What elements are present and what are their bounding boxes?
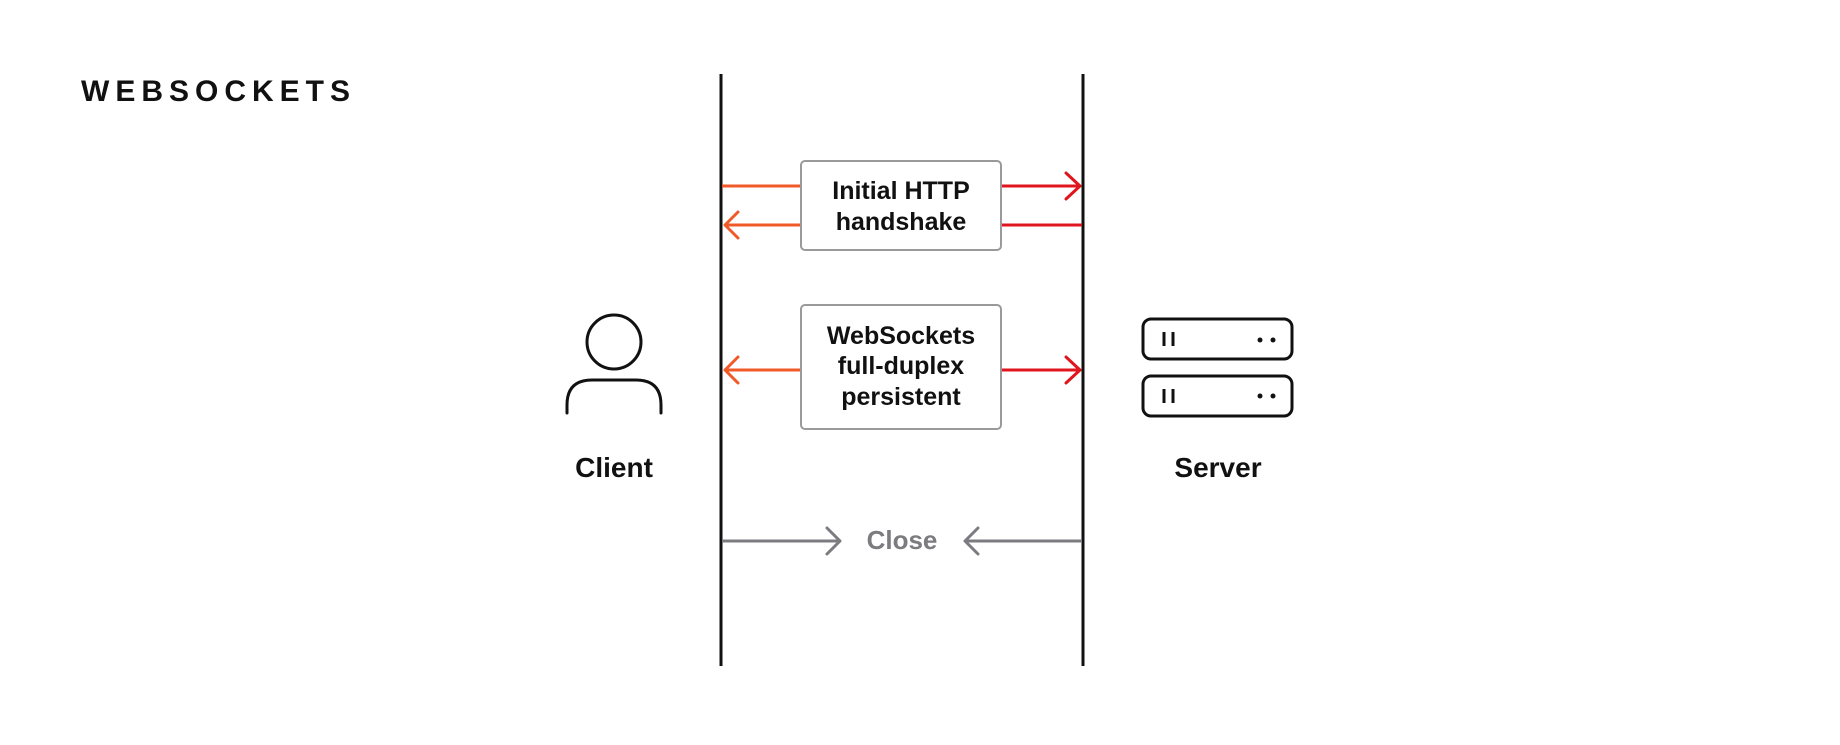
server-label: Server (1174, 452, 1261, 483)
duplex-client-arrowhead (723, 355, 740, 385)
close-client-arrowhead (825, 526, 842, 556)
close-server-arrowhead (963, 526, 980, 556)
duplex-label-line-1: WebSockets (827, 322, 975, 350)
handshake-box (800, 160, 1002, 251)
duplex-label-line-3: persistent (841, 383, 961, 411)
duplex-label-line-2: full-duplex (838, 352, 964, 380)
close-label: Close (867, 525, 938, 555)
handshake-label-line-1: Initial HTTP (832, 177, 970, 205)
person-icon (565, 313, 663, 415)
duplex-server-arrowhead (1064, 355, 1082, 385)
handshake-request-arrowhead (1064, 171, 1082, 201)
client-label: Client (575, 452, 653, 483)
handshake-response-arrowhead (723, 210, 740, 240)
server-rack-icon (1141, 317, 1294, 418)
duplex-box (800, 304, 1002, 430)
diagram-title: WEBSOCKETS (81, 75, 356, 108)
handshake-label-line-2: handshake (836, 208, 967, 236)
